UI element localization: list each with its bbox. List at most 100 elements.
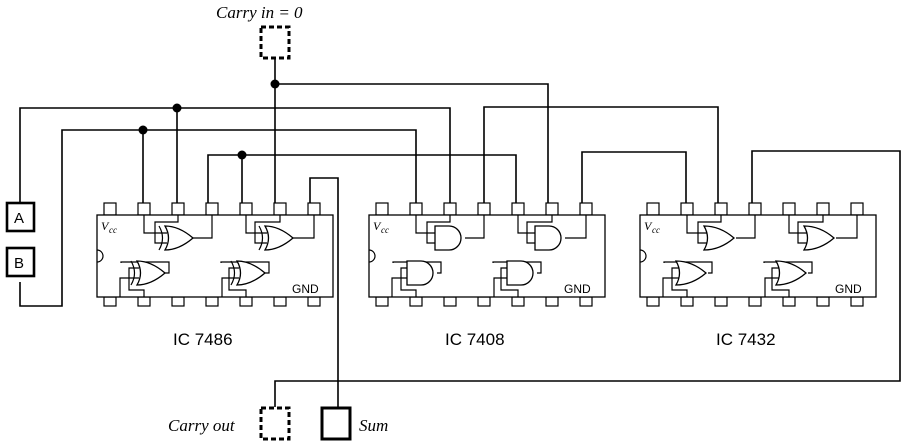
ic-pin[interactable] — [511, 202, 525, 216]
gate-lead — [493, 277, 511, 297]
ic-notch — [639, 249, 647, 263]
gate-lead — [662, 277, 682, 297]
ic-pin[interactable] — [137, 296, 151, 307]
ic-pin[interactable] — [748, 202, 762, 216]
ic-pin[interactable] — [680, 296, 694, 307]
gate-lead — [771, 267, 790, 297]
or-gate-body — [802, 225, 835, 251]
ic-pin[interactable] — [579, 202, 593, 216]
ic-pin[interactable] — [816, 202, 830, 216]
ic-pin[interactable] — [646, 202, 660, 216]
gnd-label: GND — [564, 282, 591, 296]
and-gate-body — [534, 225, 562, 251]
or-gate-body — [674, 260, 707, 286]
and-gate-body — [406, 260, 434, 286]
ic-pin[interactable] — [171, 202, 185, 216]
or-gate — [686, 215, 756, 251]
ic-notch — [368, 249, 376, 263]
gate-lead — [400, 267, 417, 297]
xor-gate — [220, 260, 270, 297]
xor-arc — [130, 260, 136, 286]
ic-pin[interactable] — [205, 202, 219, 216]
ic-pin[interactable] — [511, 296, 525, 307]
carry-in-terminal[interactable] — [259, 25, 291, 60]
or-gate-body — [774, 260, 807, 286]
ic-pin[interactable] — [545, 296, 559, 307]
xor-arc — [158, 225, 164, 251]
gate-lead — [193, 215, 213, 239]
gnd-label: GND — [835, 282, 862, 296]
ic-pin[interactable] — [443, 296, 457, 307]
ic-pin[interactable] — [850, 202, 864, 216]
gnd-label: GND — [292, 282, 319, 296]
vcc-label: V — [644, 219, 653, 233]
input-a-terminal[interactable] — [5, 201, 36, 233]
input-a-label: A — [14, 210, 24, 227]
ic-pin[interactable] — [375, 202, 389, 216]
carry-out-terminal[interactable] — [259, 406, 291, 441]
ic-pin[interactable] — [409, 296, 423, 307]
or-gate — [763, 260, 813, 297]
ic-pin[interactable] — [782, 202, 796, 216]
or-gate-body — [702, 225, 735, 251]
ic-pin[interactable] — [477, 296, 491, 307]
ic-name-label: IC 7432 — [716, 330, 776, 349]
and-gate — [391, 260, 442, 297]
ic-pin[interactable] — [714, 296, 728, 307]
gate-lead — [143, 215, 167, 234]
ic-pin[interactable] — [171, 296, 185, 307]
vcc-sub-label: cc — [109, 225, 117, 235]
ic-pin[interactable] — [205, 296, 219, 307]
ic-pin[interactable] — [477, 202, 491, 216]
wire-sum — [309, 177, 339, 407]
ic-pin[interactable] — [646, 296, 660, 307]
ic-pin[interactable] — [103, 296, 117, 307]
ic-pin[interactable] — [443, 202, 457, 216]
wire-carry-out — [274, 150, 901, 407]
ic-pin[interactable] — [782, 296, 796, 307]
gate-lead — [492, 261, 542, 274]
xor-gate — [119, 260, 170, 297]
ic-body — [96, 214, 334, 298]
ic-pin[interactable] — [816, 296, 830, 307]
ic-pin[interactable] — [680, 202, 694, 216]
ic-pin[interactable] — [850, 296, 864, 307]
junction-dot — [237, 150, 247, 160]
vcc-label: V — [373, 219, 382, 233]
ic-pin[interactable] — [714, 202, 728, 216]
gate-lead — [392, 261, 442, 274]
ic-pin[interactable] — [307, 202, 321, 216]
gate-lead — [228, 267, 247, 297]
input-b-terminal[interactable] — [5, 246, 36, 278]
gate-lead — [763, 261, 813, 274]
vcc-sub-label: cc — [381, 225, 389, 235]
ic-pin[interactable] — [273, 202, 287, 216]
ic-pin[interactable] — [545, 202, 559, 216]
sum-terminal[interactable] — [320, 406, 352, 441]
wire-carry-in-branch — [275, 83, 549, 203]
and-gate-body — [506, 260, 534, 286]
xor-gate-body — [135, 260, 166, 286]
ic-pin[interactable] — [103, 202, 117, 216]
junction-dot — [172, 103, 182, 113]
ic-pin[interactable] — [273, 296, 287, 307]
xor-gate-body — [263, 225, 294, 251]
ic-pin[interactable] — [307, 296, 321, 307]
wire-xor1-out — [207, 154, 517, 203]
ic-pin[interactable] — [375, 296, 389, 307]
ic-pin[interactable] — [239, 202, 253, 216]
ic-pin[interactable] — [137, 202, 151, 216]
ic-pin[interactable] — [239, 296, 253, 307]
and-gate — [415, 215, 485, 251]
wire-and-link — [483, 106, 719, 203]
gate-lead — [500, 267, 519, 297]
ic-pin[interactable] — [409, 202, 423, 216]
gate-lead — [565, 215, 587, 239]
ic-pin[interactable] — [748, 296, 762, 307]
ic-pin[interactable] — [579, 296, 593, 307]
and-gate — [517, 215, 587, 251]
